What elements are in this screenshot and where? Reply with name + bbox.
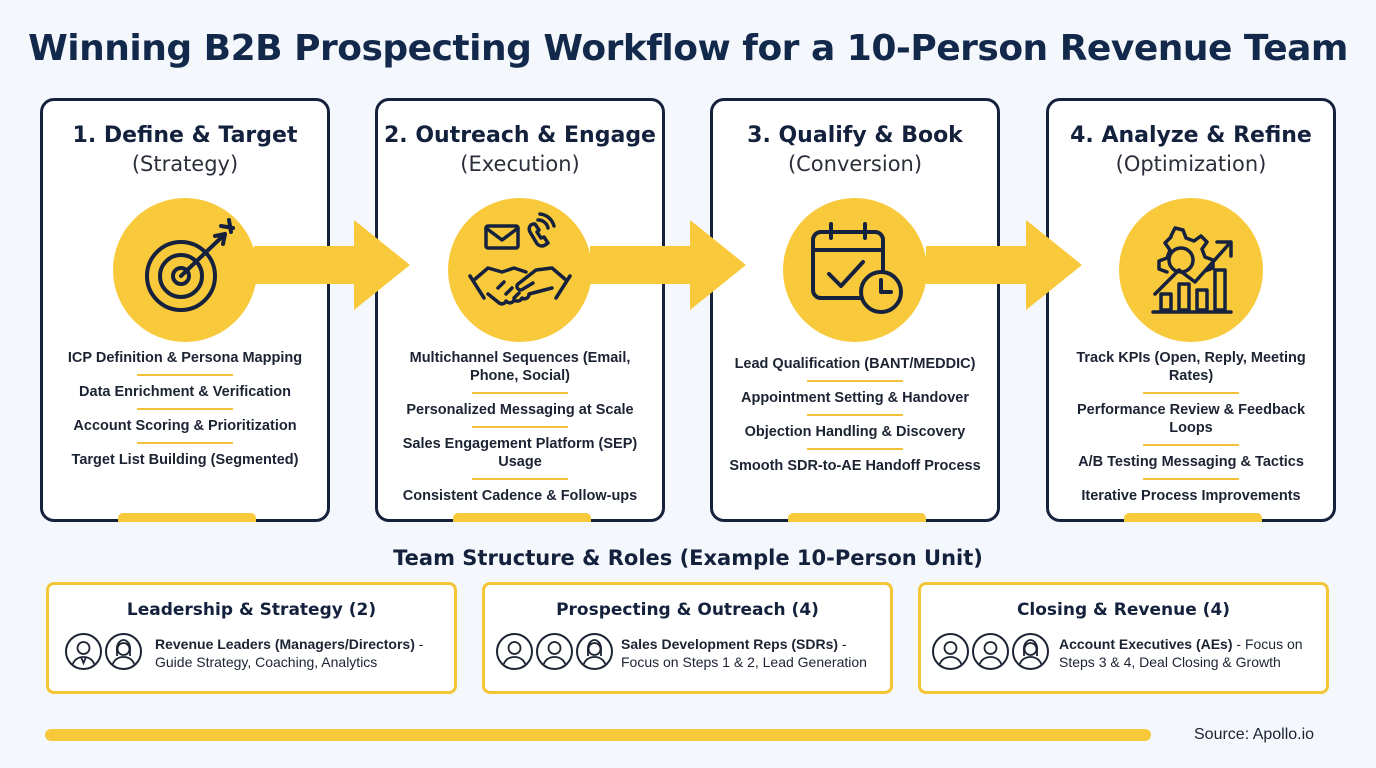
- step-title: 3. Qualify & Book: [747, 123, 963, 148]
- card-tab: [118, 513, 256, 522]
- team-role: Revenue Leaders (Managers/Directors): [155, 636, 415, 652]
- person-female-icon: [1012, 633, 1049, 670]
- avatar-group: [65, 633, 142, 670]
- source-credit: Source: Apollo.io: [1194, 726, 1315, 743]
- step-item: Personalized Messaging at Scale: [406, 402, 634, 418]
- handshake-icon: [448, 198, 592, 342]
- team-group-title: Closing & Revenue (4): [1016, 600, 1231, 620]
- divider: [472, 392, 568, 394]
- card-tab: [788, 513, 926, 522]
- step-title: 4. Analyze & Refine: [1070, 123, 1312, 148]
- step-items: Lead Qualification (BANT/MEDDIC) Appoint…: [723, 355, 987, 475]
- flow-arrow-right-icon: [254, 220, 410, 310]
- step-subtitle: (Conversion): [787, 152, 923, 176]
- team-group-title: Prospecting & Outreach (4): [556, 600, 819, 620]
- step-subtitle: (Execution): [460, 152, 580, 176]
- team-role-detail: - Focus on Steps 3 & 4, Deal Closing & G…: [1059, 636, 1303, 670]
- step-item: Track KPIs (Open, Reply, Meeting Rates): [1076, 350, 1306, 384]
- step-item: Performance Review & Feedback Loops: [1076, 402, 1306, 436]
- team-group-prospecting: Prospecting & Outreach (4) Sales Develop…: [482, 582, 893, 694]
- step-subtitle: (Optimization): [1115, 152, 1267, 176]
- step-card-qualify-book: 3. Qualify & Book (Conversion) Lead Qual…: [710, 98, 1000, 522]
- person-male-icon: [496, 633, 533, 670]
- divider: [137, 408, 233, 410]
- team-role: Account Executives (AEs): [1059, 636, 1233, 652]
- step-title: 1. Define & Target: [72, 123, 298, 148]
- divider: [1143, 392, 1239, 394]
- divider: [137, 374, 233, 376]
- divider: [807, 414, 903, 416]
- step-item: Account Scoring & Prioritization: [73, 418, 297, 434]
- card-tab: [1124, 513, 1262, 522]
- step-card-analyze-refine: 4. Analyze & Refine (Optimization) Track…: [1046, 98, 1336, 522]
- step-item: Target List Building (Segmented): [71, 452, 299, 468]
- step-subtitle: (Strategy): [131, 152, 239, 176]
- step-title: 2. Outreach & Engage: [384, 123, 656, 148]
- step-card-define-target: 1. Define & Target (Strategy) ICP Defini…: [40, 98, 330, 522]
- team-role-detail: - Focus on Steps 1 & 2, Lead Generation: [621, 636, 867, 670]
- divider: [1143, 444, 1239, 446]
- step-item: Sales Engagement Platform (SEP) Usage: [402, 436, 638, 470]
- person-male-icon: [65, 633, 102, 670]
- step-item: ICP Definition & Persona Mapping: [67, 350, 303, 366]
- step-item: Lead Qualification (BANT/MEDDIC): [734, 356, 976, 372]
- team-group-description: Account Executives (AEs) - Focus on Step…: [1059, 635, 1321, 671]
- team-role: Sales Development Reps (SDRs): [621, 636, 839, 652]
- divider: [137, 442, 233, 444]
- footer-bar: [45, 729, 1151, 741]
- team-group-leadership: Leadership & Strategy (2) Revenue Leader…: [46, 582, 457, 694]
- flow-arrow-right-icon: [926, 220, 1082, 310]
- team-role-detail: - Guide Strategy, Coaching, Analytics: [155, 636, 424, 670]
- person-male-icon: [932, 633, 969, 670]
- step-item: Data Enrichment & Verification: [79, 384, 291, 400]
- flow-arrow-right-icon: [590, 220, 746, 310]
- step-item: Consistent Cadence & Follow-ups: [402, 488, 638, 504]
- person-female-icon: [576, 633, 613, 670]
- step-item: Multichannel Sequences (Email, Phone, So…: [409, 350, 631, 384]
- growth-chart-icon: [1119, 198, 1263, 342]
- step-item: Iterative Process Improvements: [1081, 488, 1301, 504]
- step-item: A/B Testing Messaging & Tactics: [1078, 454, 1304, 470]
- team-group-title: Leadership & Strategy (2): [126, 600, 377, 620]
- step-items: Track KPIs (Open, Reply, Meeting Rates) …: [1059, 349, 1323, 505]
- team-group-description: Sales Development Reps (SDRs) - Focus on…: [621, 635, 887, 671]
- divider: [472, 478, 568, 480]
- divider: [1143, 478, 1239, 480]
- card-tab: [453, 513, 591, 522]
- person-male-icon: [972, 633, 1009, 670]
- page-title: Winning B2B Prospecting Workflow for a 1…: [28, 28, 1348, 69]
- team-heading: Team Structure & Roles (Example 10-Perso…: [393, 546, 983, 570]
- team-group-closing: Closing & Revenue (4) Account Executives…: [918, 582, 1329, 694]
- person-female-icon: [105, 633, 142, 670]
- target-icon: [113, 198, 257, 342]
- step-item: Objection Handling & Discovery: [744, 424, 966, 440]
- step-items: Multichannel Sequences (Email, Phone, So…: [388, 349, 652, 505]
- step-item: Smooth SDR-to-AE Handoff Process: [729, 458, 981, 474]
- avatar-group: [496, 633, 613, 670]
- avatar-group: [932, 633, 1049, 670]
- divider: [807, 448, 903, 450]
- divider: [472, 426, 568, 428]
- step-items: ICP Definition & Persona Mapping Data En…: [53, 349, 317, 469]
- team-group-description: Revenue Leaders (Managers/Directors) - G…: [155, 635, 447, 671]
- step-card-outreach-engage: 2. Outreach & Engage (Execution) Multich…: [375, 98, 665, 522]
- calendar-icon: [783, 198, 927, 342]
- divider: [807, 380, 903, 382]
- person-male-icon: [536, 633, 573, 670]
- step-item: Appointment Setting & Handover: [741, 390, 969, 406]
